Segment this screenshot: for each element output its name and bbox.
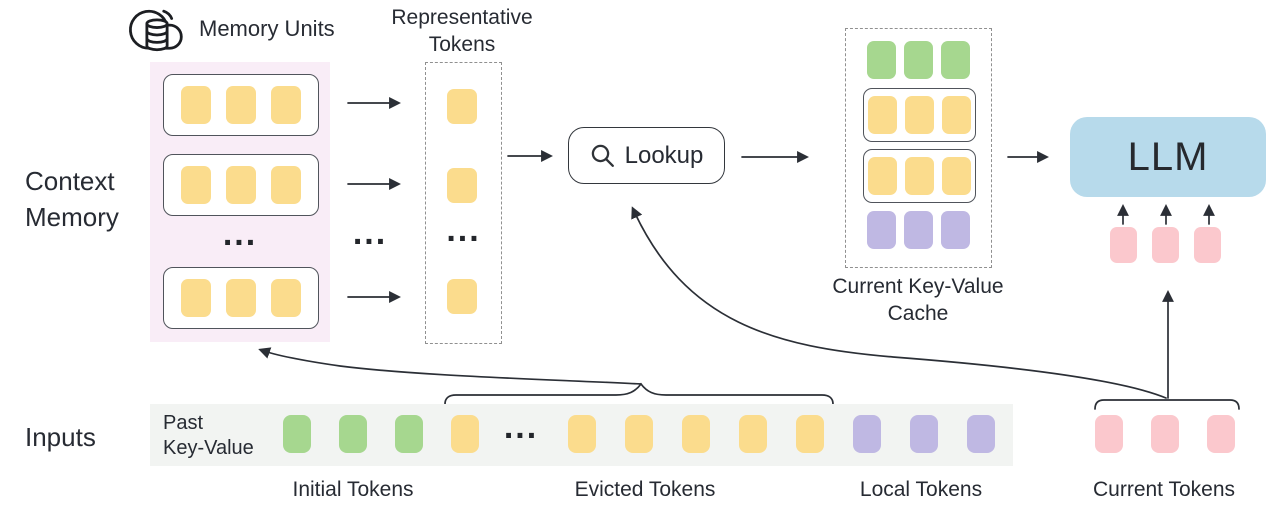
purple-token <box>910 415 938 453</box>
yellow-token <box>868 157 897 195</box>
memory-ellipsis: ... <box>222 215 258 253</box>
pink-token <box>1152 227 1179 263</box>
context-memory-box: ... <box>150 62 330 342</box>
strip-ellipsis: ... <box>503 408 539 446</box>
memory-unit-row <box>163 267 319 329</box>
yellow-token <box>181 279 211 317</box>
yellow-token <box>568 415 596 453</box>
memory-unit-row <box>163 74 319 136</box>
purple-token <box>867 211 896 249</box>
representative-ellipsis: ... <box>446 211 481 249</box>
evicted-tokens-head <box>451 415 479 453</box>
curve-evicted-to-memory <box>258 347 642 385</box>
bracket-current-tokens <box>1094 399 1240 410</box>
yellow-token <box>868 96 897 134</box>
lookup-label: Lookup <box>624 141 704 169</box>
llm-input-tokens <box>1110 227 1221 263</box>
cache-initial-row <box>846 41 991 79</box>
current-kv-cache-label: Current Key-Value Cache <box>832 275 1004 325</box>
purple-token <box>967 415 995 453</box>
yellow-token <box>447 89 477 124</box>
lookup-button: Lookup <box>568 127 725 184</box>
yellow-token <box>739 415 767 453</box>
pink-token <box>1194 227 1221 263</box>
context-memory-label: Context Memory <box>25 166 119 232</box>
representative-token <box>447 89 477 124</box>
past-kv-label: Past Key-Value <box>163 412 254 459</box>
yellow-token <box>447 279 477 314</box>
green-token <box>941 41 970 79</box>
yellow-token <box>451 415 479 453</box>
yellow-token <box>682 415 710 453</box>
yellow-token <box>271 279 301 317</box>
representative-tokens-box: ... <box>425 62 502 344</box>
green-token <box>867 41 896 79</box>
yellow-token <box>226 86 256 124</box>
current-kv-cache-box <box>845 28 992 268</box>
representative-tokens-label: Representative Tokens <box>391 6 533 56</box>
pink-token <box>1110 227 1137 263</box>
yellow-token <box>181 166 211 204</box>
cache-memory-unit-row <box>863 88 976 142</box>
green-token <box>339 415 367 453</box>
green-token <box>283 415 311 453</box>
search-icon <box>591 144 614 167</box>
yellow-token <box>625 415 653 453</box>
yellow-token <box>181 86 211 124</box>
representative-token <box>447 168 477 203</box>
inputs-label: Inputs <box>25 422 96 452</box>
local-tokens-group <box>853 415 995 453</box>
memory-unit-row <box>163 154 319 216</box>
purple-token <box>904 211 933 249</box>
past-kv-strip: Past Key-Value ... <box>150 404 1013 466</box>
pink-token <box>1207 415 1235 453</box>
llm-label: LLM <box>1127 134 1209 179</box>
yellow-token <box>226 279 256 317</box>
yellow-token <box>271 86 301 124</box>
purple-token <box>941 211 970 249</box>
pink-token <box>1151 415 1179 453</box>
cache-memory-unit-row <box>863 149 976 203</box>
yellow-token <box>226 166 256 204</box>
initial-tokens-label: Initial Tokens <box>292 478 414 501</box>
current-tokens-label: Current Tokens <box>1092 478 1236 501</box>
memory-units-label: Memory Units <box>199 16 335 41</box>
memory-units-header: Memory Units <box>124 2 335 56</box>
between-ellipsis: ... <box>352 214 388 252</box>
evicted-tokens-group <box>568 415 824 453</box>
evicted-tokens-label: Evicted Tokens <box>574 478 716 501</box>
llm-box: LLM <box>1070 117 1266 197</box>
green-token <box>395 415 423 453</box>
green-token <box>904 41 933 79</box>
local-tokens-label: Local Tokens <box>859 478 983 501</box>
current-tokens-row <box>1095 415 1235 453</box>
purple-token <box>853 415 881 453</box>
yellow-token <box>796 415 824 453</box>
yellow-token <box>905 96 934 134</box>
brace-evicted-tokens <box>444 382 834 405</box>
yellow-token <box>447 168 477 203</box>
representative-token <box>447 279 477 314</box>
initial-tokens-group <box>283 415 423 453</box>
yellow-token <box>905 157 934 195</box>
memory-units-icon <box>129 9 183 52</box>
cache-local-row <box>846 211 991 249</box>
yellow-token <box>271 166 301 204</box>
yellow-token <box>942 96 971 134</box>
pink-token <box>1095 415 1123 453</box>
yellow-token <box>942 157 971 195</box>
